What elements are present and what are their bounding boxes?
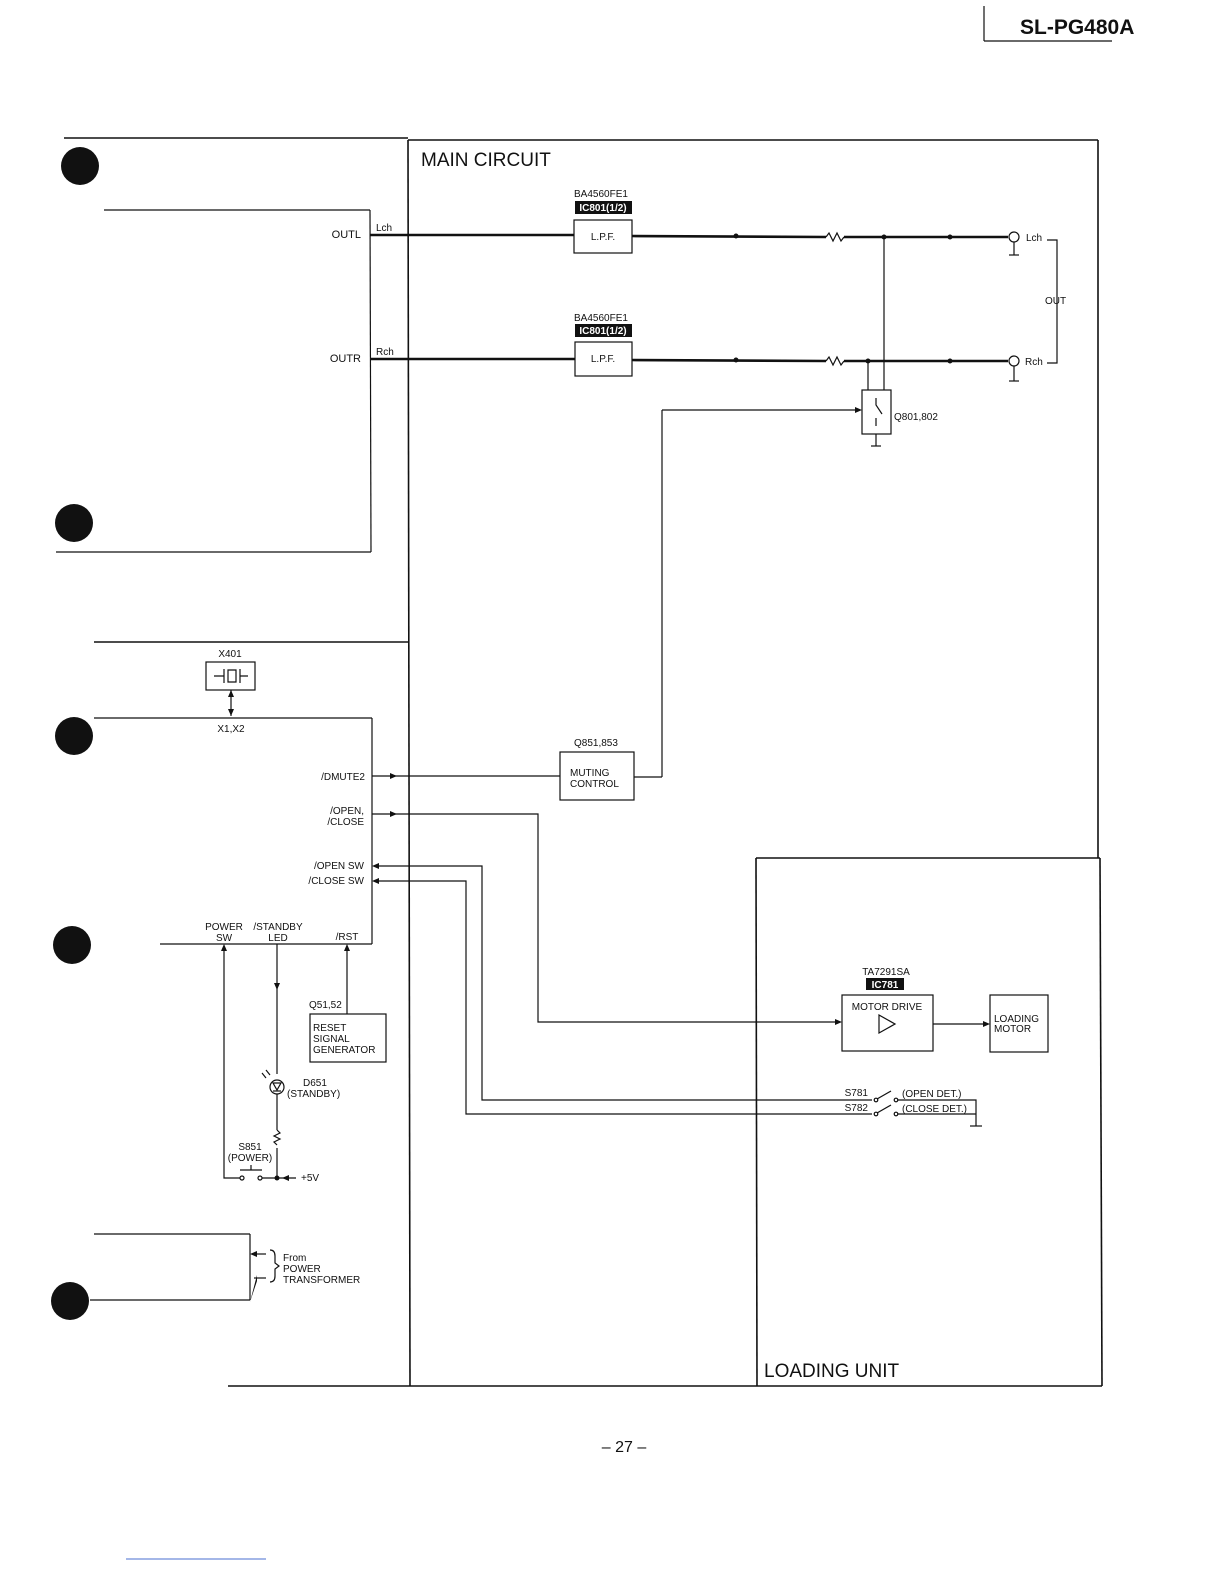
x401-pins: X1,X2 bbox=[217, 724, 245, 735]
open-sw-pin: /OPEN SW bbox=[314, 861, 365, 872]
registration-mark bbox=[51, 1282, 89, 1320]
standby-led-d651: D651 (STANDBY) bbox=[261, 1069, 340, 1178]
close-pin: /CLOSE bbox=[327, 817, 364, 828]
model-number: SL-PG480A bbox=[1020, 16, 1134, 39]
reset-generator: Q51,52 RESET SIGNAL GENERATOR bbox=[309, 1000, 387, 1063]
loading-unit-title: LOADING UNIT bbox=[764, 1361, 900, 1382]
s781-label: S781 bbox=[845, 1088, 869, 1099]
motor-ic-tag: IC781 bbox=[866, 978, 904, 991]
motor-ic-part: TA7291SA bbox=[862, 967, 910, 978]
lch-wire-label: Lch bbox=[376, 223, 392, 234]
amplifier-icon bbox=[878, 1013, 897, 1035]
registration-mark bbox=[55, 504, 93, 542]
close-det-label: (CLOSE DET.) bbox=[902, 1104, 967, 1115]
close-sw-pin: /CLOSE SW bbox=[308, 876, 364, 887]
motor-drive-ic: TA7291SA IC781 MOTOR DRIVE bbox=[841, 967, 934, 1052]
open-pin: /OPEN, bbox=[330, 806, 364, 817]
registration-mark bbox=[53, 926, 91, 964]
reset-transistors: Q51,52 bbox=[309, 1000, 342, 1011]
svg-text:SIGNAL: SIGNAL bbox=[313, 1034, 350, 1045]
lpf-r-label: L.P.F. bbox=[591, 354, 615, 365]
out-bracket: OUT bbox=[1045, 239, 1066, 364]
lpf-r-block bbox=[574, 341, 633, 377]
standby-led-pin: /STANDBY bbox=[253, 922, 303, 933]
ic801-r-part: BA4560FE1 bbox=[574, 313, 628, 324]
outl-label: OUTL bbox=[332, 229, 361, 241]
resistor-icon bbox=[825, 231, 845, 243]
rst-pin: /RST bbox=[336, 932, 359, 943]
lpf-l-block bbox=[573, 219, 633, 254]
s782-label: S782 bbox=[845, 1103, 869, 1114]
power-switch-s851: S851 (POWER) +5V bbox=[228, 1142, 320, 1184]
led-note: (STANDBY) bbox=[287, 1089, 340, 1100]
svg-text:MOTOR: MOTOR bbox=[994, 1024, 1031, 1035]
muting-control-block: Q851,853 MUTING CONTROL bbox=[559, 738, 635, 801]
x401-label: X401 bbox=[218, 649, 242, 660]
main-circuit-frame: MAIN CIRCUIT bbox=[64, 137, 1102, 1387]
svg-text:CONTROL: CONTROL bbox=[570, 779, 619, 790]
dmute2-pin: /DMUTE2 bbox=[321, 772, 365, 783]
power-sw-pin: POWER bbox=[205, 922, 243, 933]
transformer-power: POWER bbox=[283, 1264, 321, 1275]
ic801-l-tag: IC801(1/2) bbox=[575, 201, 632, 214]
loading-unit-frame: LOADING UNIT bbox=[755, 857, 1103, 1387]
power-supply-block: From POWER TRANSFORMER bbox=[90, 1233, 360, 1302]
open-det-label: (OPEN DET.) bbox=[902, 1089, 961, 1100]
svg-text:IC801(1/2): IC801(1/2) bbox=[579, 326, 626, 337]
s851-label: S851 bbox=[238, 1142, 262, 1153]
model-header: SL-PG480A bbox=[983, 6, 1134, 42]
transformer-label: TRANSFORMER bbox=[283, 1275, 360, 1286]
q801-label: Q801,802 bbox=[894, 412, 938, 423]
out-label: OUT bbox=[1045, 296, 1066, 307]
ic801-l-part: BA4560FE1 bbox=[574, 189, 628, 200]
svg-text:IC781: IC781 bbox=[872, 980, 899, 991]
page-number: – 27 – bbox=[602, 1439, 647, 1456]
svg-text:LOADING: LOADING bbox=[994, 1014, 1039, 1025]
detect-switches: S781 S782 (OPEN DET.) (CLOSE DET.) bbox=[845, 1088, 982, 1127]
svg-text:GENERATOR: GENERATOR bbox=[313, 1045, 375, 1056]
rch-wire-label: Rch bbox=[376, 347, 394, 358]
svg-text:RESET: RESET bbox=[313, 1023, 346, 1034]
led-icon bbox=[269, 1079, 285, 1095]
outr-label: OUTR bbox=[330, 353, 361, 365]
lch-jack-icon bbox=[1008, 231, 1020, 243]
svg-text:SW: SW bbox=[216, 933, 233, 944]
lpf-l-label: L.P.F. bbox=[591, 232, 615, 243]
lch-path: Lch BA4560FE1 IC801(1/2) L.P.F. Lch bbox=[370, 189, 1042, 256]
muting-transistor: Q801,802 bbox=[861, 237, 938, 447]
oscillator-x401: X401 X1,X2 bbox=[205, 649, 256, 735]
registration-mark bbox=[55, 717, 93, 755]
muting-transistors: Q851,853 bbox=[574, 738, 618, 749]
s851-note: (POWER) bbox=[228, 1153, 272, 1164]
registration-mark bbox=[61, 147, 99, 185]
led-name: D651 bbox=[303, 1078, 327, 1089]
resistor-icon bbox=[825, 355, 845, 367]
ic801-r-tag: IC801(1/2) bbox=[575, 324, 632, 337]
system-controller-block: /DMUTE2 /OPEN, /CLOSE /OPEN SW /CLOSE SW… bbox=[94, 717, 373, 945]
rch-jack-icon bbox=[1008, 355, 1020, 367]
motor-drive-label: MOTOR DRIVE bbox=[852, 1002, 923, 1013]
svg-text:LED: LED bbox=[268, 933, 287, 944]
rch-jack-label: Rch bbox=[1025, 357, 1043, 368]
transformer-from: From bbox=[283, 1253, 306, 1264]
dac-block: OUTL OUTR bbox=[56, 209, 372, 553]
loading-motor: LOADING MOTOR bbox=[989, 994, 1049, 1053]
main-circuit-title: MAIN CIRCUIT bbox=[421, 150, 551, 171]
svg-text:IC801(1/2): IC801(1/2) bbox=[579, 203, 626, 214]
lch-jack-label: Lch bbox=[1026, 233, 1042, 244]
resistor-icon bbox=[272, 1129, 282, 1146]
svg-text:MUTING: MUTING bbox=[570, 768, 610, 779]
supply-label: +5V bbox=[301, 1173, 319, 1184]
rch-path: Rch BA4560FE1 IC801(1/2) L.P.F. Rch bbox=[370, 313, 1043, 382]
